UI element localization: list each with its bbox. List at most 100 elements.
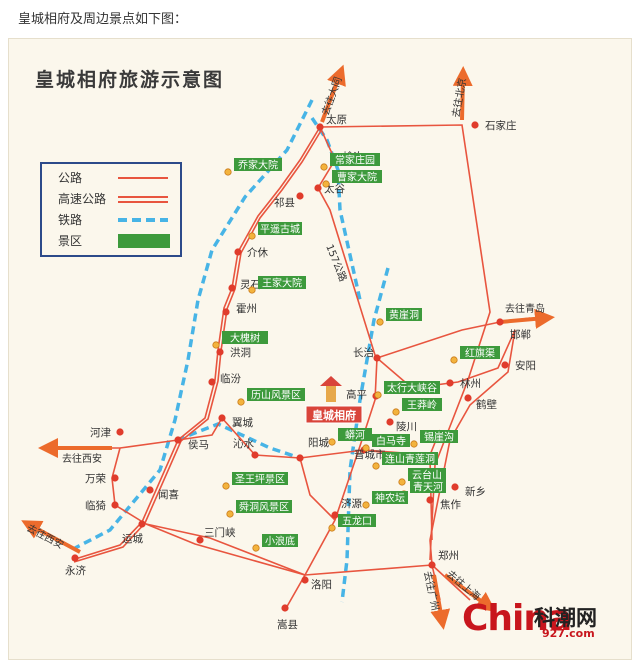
scenic-badge: [402, 398, 442, 411]
scenic-dot: [392, 408, 400, 416]
scenic-dot: [226, 510, 234, 518]
exit-label-xian-south: 去往西安: [25, 521, 66, 551]
scenic-dot: [252, 544, 260, 552]
city-dot: [496, 318, 504, 326]
city-label: 郑州: [438, 549, 459, 562]
scenic-spots: 乔家大院常家庄园曹家大院平遥古城王家大院大槐树历山风景区黄崖洞红旗渠太行大峡谷王…: [212, 153, 500, 552]
scenic-dot: [372, 462, 380, 470]
arrow-guangzhou: [430, 574, 451, 630]
scenic-label: 太行大峡谷: [387, 382, 437, 395]
scenic-dot: [362, 501, 370, 509]
arrow-shanghai: [443, 573, 497, 612]
city-dot: [386, 418, 394, 426]
scenic-label: 王家大院: [262, 277, 302, 290]
scenic-dot: [450, 356, 458, 364]
city-dot: [373, 354, 381, 362]
scenic-label: 五龙口: [342, 515, 372, 528]
city-label: 三门峡: [204, 526, 236, 539]
city-label: 永济: [65, 564, 86, 577]
city-dot: [296, 454, 304, 462]
legend-label-railway: 铁路: [58, 212, 82, 227]
city-label: 运城: [122, 533, 143, 545]
scenic-badge: [258, 276, 306, 289]
scenic-badge: [384, 381, 440, 394]
scenic-badge: [372, 434, 410, 447]
city-label: 林州: [460, 377, 481, 390]
city-dot: [71, 554, 79, 562]
city-dot: [428, 561, 436, 569]
city-dot: [314, 184, 322, 192]
legend-swatch-scenic: [118, 234, 170, 248]
city-dot: [216, 348, 224, 356]
city-dot: [218, 414, 226, 422]
scenic-dot: [248, 232, 256, 240]
watermark-logo: China 科潮网 927.com: [462, 598, 632, 642]
city-label: 太原: [326, 113, 347, 126]
scenic-label: 连山青莲洞: [385, 453, 435, 466]
city-label: 沁水: [233, 438, 254, 450]
scenic-dot: [322, 180, 330, 188]
city-label: 祁县: [274, 196, 295, 209]
scenic-badge: [420, 430, 458, 443]
city-label: 陵川: [396, 421, 417, 433]
arrow-datong: [320, 64, 346, 123]
scenic-dot: [248, 286, 256, 294]
scenic-badge: [330, 153, 380, 166]
legend-label-highway: 公路: [58, 170, 82, 185]
city-dot: [146, 486, 154, 494]
city-dot: [174, 436, 182, 444]
exit-label-xian-north: 去往西安: [62, 452, 102, 465]
arrow-qingdao: [499, 308, 555, 329]
scenic-label: 王莽岭: [407, 399, 437, 412]
city-label: 临猗: [85, 499, 106, 512]
scenic-badge: [372, 491, 408, 504]
scenic-dot: [362, 444, 370, 452]
scenic-label: 黄崖洞: [389, 309, 419, 322]
city-label: 阳城: [308, 437, 329, 449]
scenic-label: 曹家大院: [337, 171, 377, 184]
city-label: 洪洞: [230, 347, 251, 359]
city-label: 高平: [346, 388, 367, 401]
legend-label-expressway: 高速公路: [58, 191, 106, 206]
city-dot: [196, 536, 204, 544]
arrow-xian-south: [21, 520, 81, 554]
city-label: 洛阳: [311, 578, 332, 591]
city-label: 晋城市: [354, 448, 386, 461]
scenic-dot: [224, 168, 232, 176]
city-label: 翼城: [232, 417, 253, 429]
scenic-label: 常家庄园: [335, 154, 375, 167]
scenic-label: 锡崖沟: [424, 431, 454, 444]
scenic-badge: [262, 534, 298, 547]
exit-arrows: [21, 64, 555, 630]
scenic-dot: [328, 438, 336, 446]
scenic-label: 历山风景区: [251, 390, 301, 402]
scenic-badge: [386, 308, 422, 321]
intro-text: 皇城相府及周边景点如下图：: [18, 12, 188, 27]
scenic-badge: [410, 480, 446, 493]
scenic-label: 白马寺: [376, 435, 406, 448]
watermark-cn: 科潮网: [534, 606, 597, 630]
scenic-badge: [460, 346, 500, 359]
highlight-marker: 皇城相府: [305, 376, 363, 424]
scenic-badge: [236, 500, 292, 513]
city-label: 介休: [247, 247, 268, 259]
city-label: 临汾: [220, 372, 241, 385]
city-dot: [111, 501, 119, 509]
city-label: 石家庄: [485, 119, 517, 132]
city-label: 安阳: [515, 359, 536, 372]
map-title: 皇城相府旅游示意图: [35, 68, 224, 91]
scenic-badge: [234, 158, 282, 171]
scenic-badge: [232, 472, 288, 485]
city-label: 侯马: [188, 438, 209, 451]
scenic-badge: [222, 331, 268, 344]
scenic-dot: [410, 440, 418, 448]
city-dot: [222, 308, 230, 316]
scenic-dot: [237, 398, 245, 406]
scenic-dot: [374, 391, 382, 399]
scenic-label: 圣王坪景区: [235, 473, 285, 486]
city-label: 新乡: [465, 485, 486, 498]
scenic-badge: [258, 222, 302, 235]
scenic-badge: [408, 468, 446, 481]
map-frame: [8, 38, 632, 660]
